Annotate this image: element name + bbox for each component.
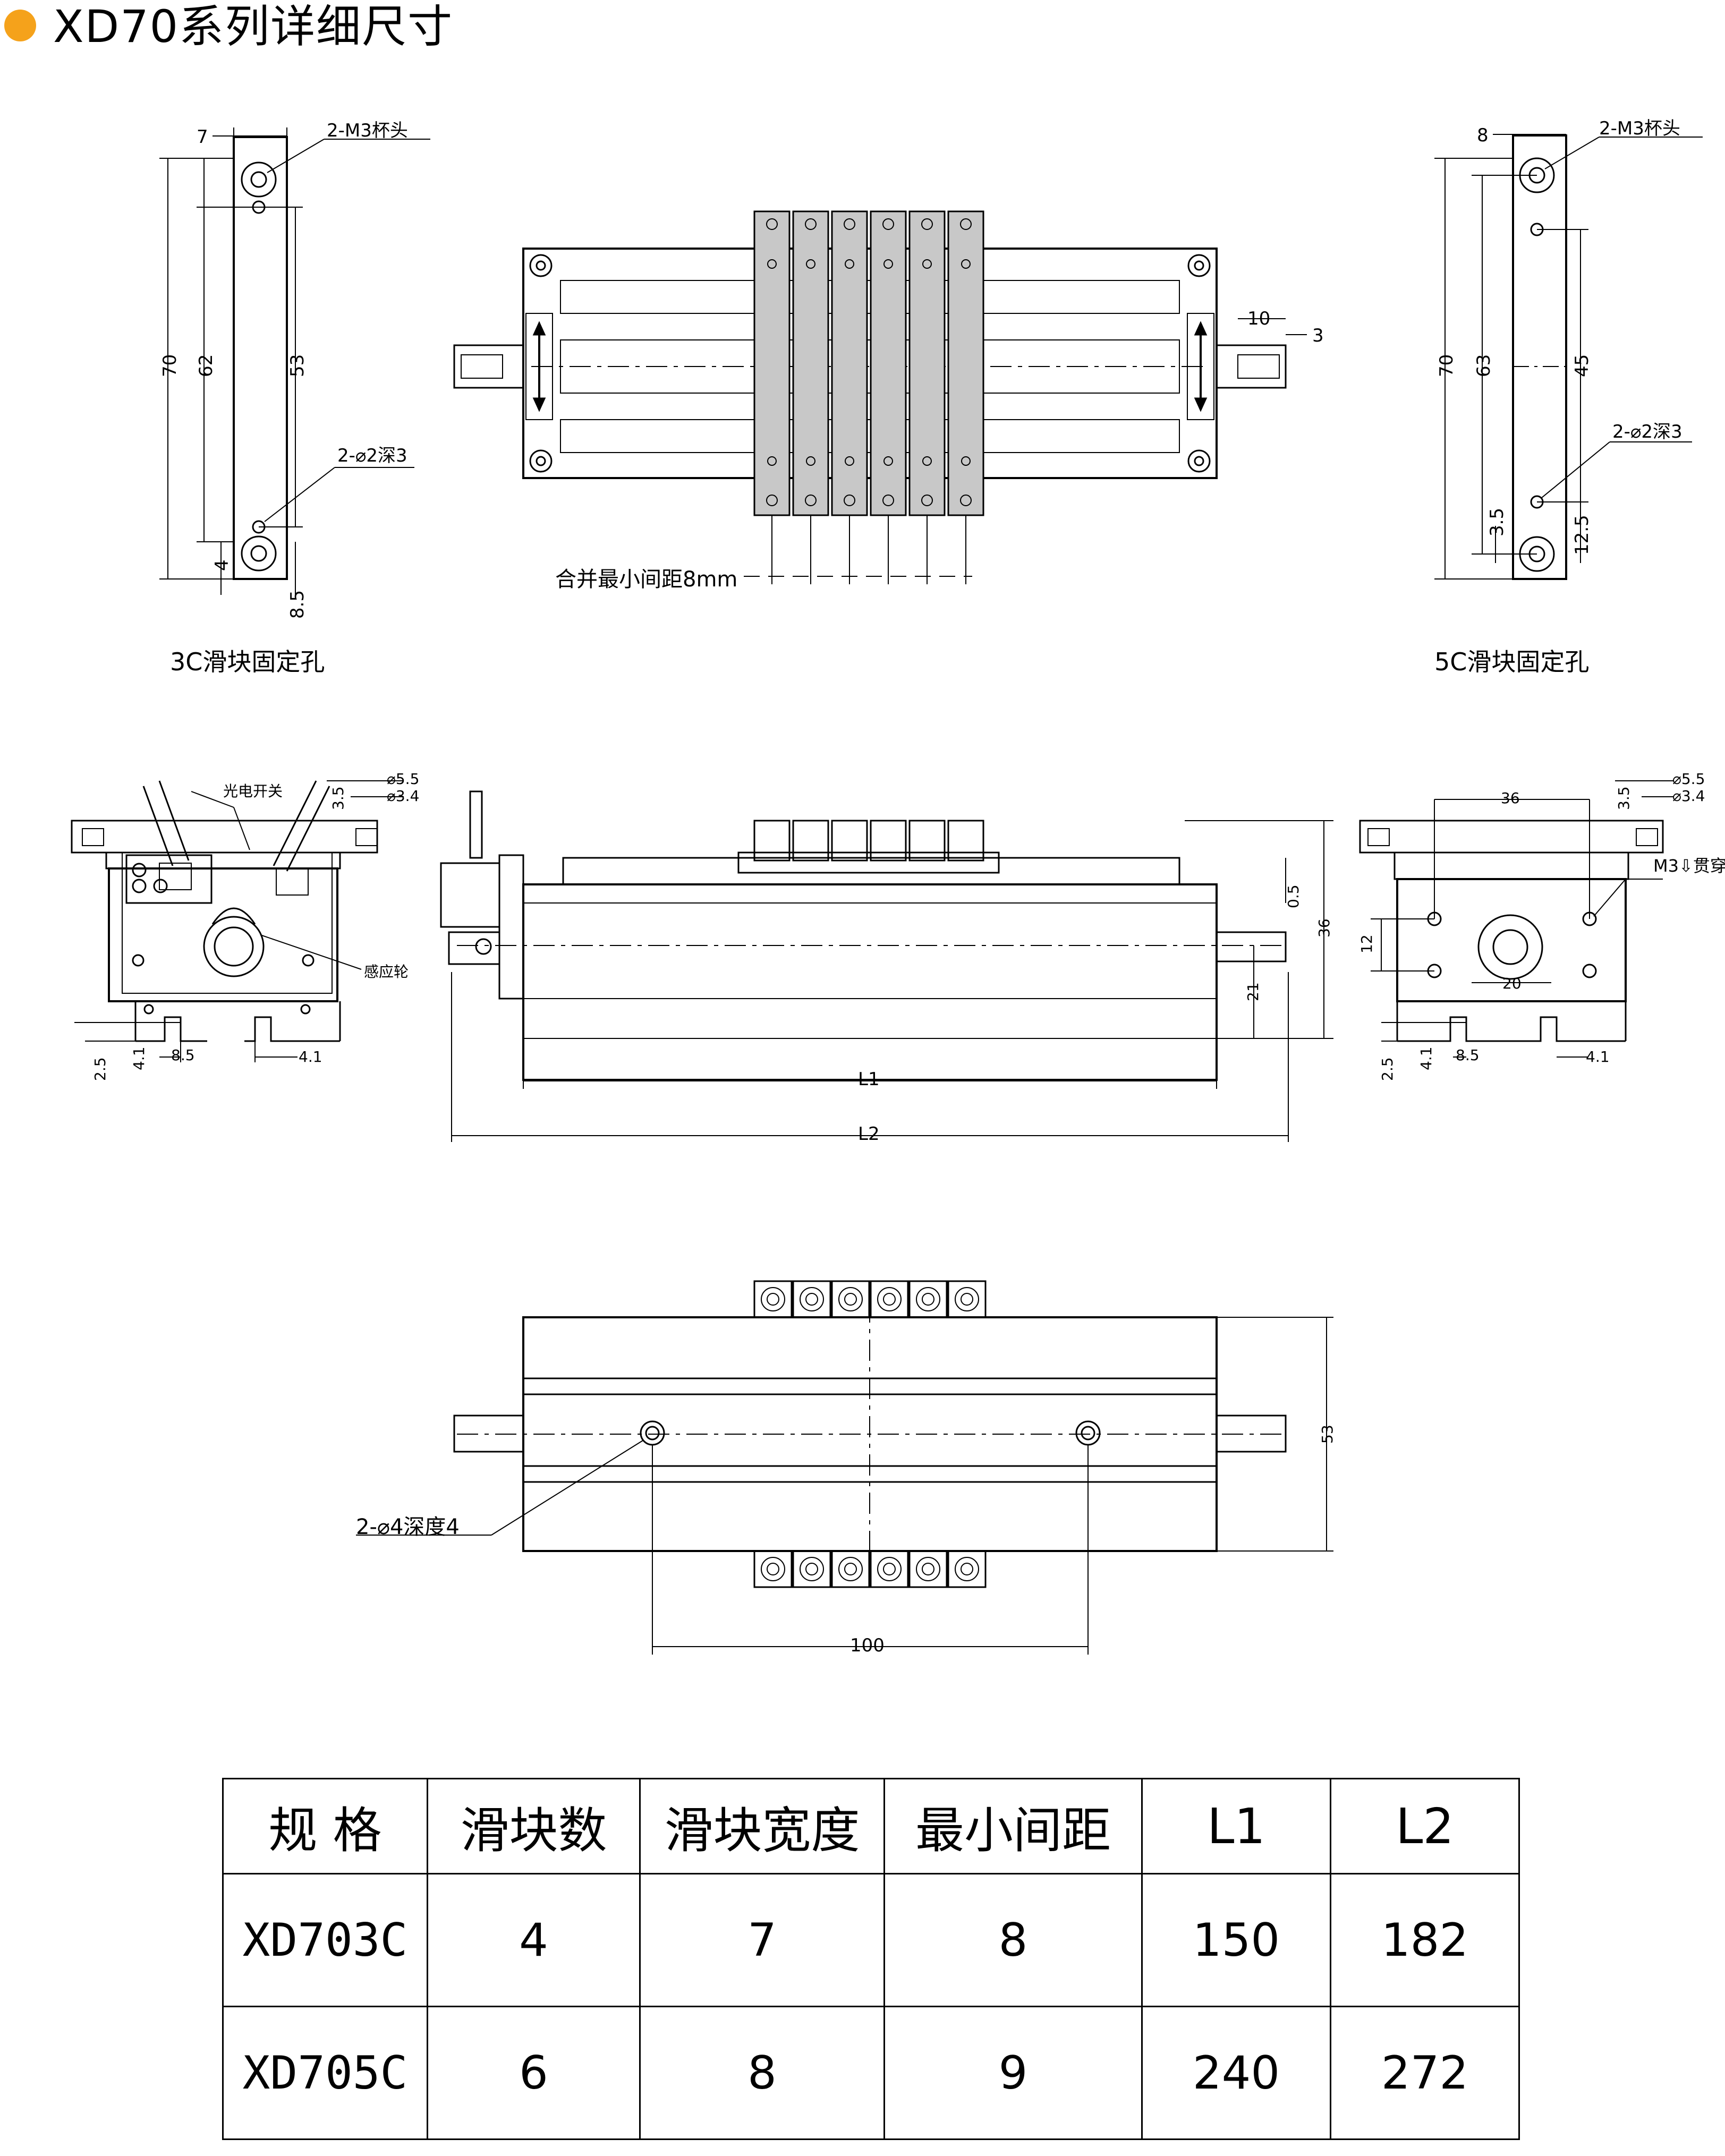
label-sensing-wheel: 感应轮 (364, 963, 409, 981)
dim-right-phi55: ⌀5.5 (1672, 770, 1705, 788)
page-title: XD70系列详细尺寸 (53, 1, 454, 53)
top-view-drawing (453, 210, 1307, 584)
bottom-view-drawing (356, 1280, 1333, 1655)
dim-3c-62: 62 (196, 354, 217, 377)
callout-3c-m3: 2-M3杯头 (327, 120, 408, 141)
view-5c-drawing (1434, 134, 1703, 580)
dim-5c-3-5: 3.5 (1486, 507, 1508, 536)
label-m3-through: M3⇩贯穿 (1653, 856, 1725, 876)
dim-3c-70: 70 (159, 354, 181, 377)
min-gap-label: 合并最小间距8mm (555, 567, 738, 592)
view-3c-drawing (159, 127, 430, 595)
dim-3c-8-5: 8.5 (287, 590, 308, 619)
callout-5c-hole: 2-⌀2深3 (1612, 421, 1682, 442)
page-header: XD70系列详细尺寸 (0, 0, 638, 58)
spec-table: 规 格 滑块数 滑块宽度 最小间距 L1 L2 XD703C 4 7 8 150… (222, 1778, 1520, 2140)
bottom-hole-callout: 2-⌀4深度4 (356, 1515, 460, 1539)
dim-5c-12-5: 12.5 (1571, 515, 1593, 555)
label-photo-switch: 光电开关 (223, 782, 283, 800)
header-slider-width: 滑块宽度 (639, 1778, 885, 1874)
dim-3c-4: 4 (211, 559, 233, 571)
spec-table-header-row: 规 格 滑块数 滑块宽度 最小间距 L1 L2 (222, 1778, 1520, 1874)
dim-right-20: 20 (1502, 975, 1522, 992)
dim-right-phi34: ⌀3.4 (1672, 787, 1705, 805)
dim-right-4-1b: 4.1 (1586, 1048, 1610, 1066)
dim-left-phi34: ⌀3.4 (387, 787, 420, 805)
caption-5c: 5C滑块固定孔 (1434, 647, 1590, 676)
end-view-right-drawing (1359, 780, 1673, 1058)
dim-side-21: 21 (1244, 982, 1262, 1001)
dim-left-4-1a: 4.1 (130, 1046, 148, 1070)
dim-l1: L1 (858, 1069, 880, 1090)
cell-l2: 272 (1330, 2006, 1520, 2140)
dim-left-2-5: 2.5 (91, 1057, 109, 1081)
cell-min-gap: 9 (883, 2006, 1143, 2140)
header-l1: L1 (1141, 1778, 1331, 1874)
table-row: XD703C 4 7 8 150 182 (222, 1873, 1520, 2007)
dim-left-4-1b: 4.1 (299, 1048, 322, 1066)
dim-5c-45: 45 (1571, 354, 1593, 377)
cell-l1: 240 (1141, 2006, 1331, 2140)
table-row: XD705C 6 8 9 240 272 (222, 2006, 1520, 2140)
dim-right-36: 36 (1501, 789, 1520, 807)
dim-right-12: 12 (1358, 934, 1375, 953)
cell-slider-width: 7 (639, 1873, 885, 2007)
dim-5c-63: 63 (1473, 354, 1494, 377)
header-min-gap: 最小间距 (883, 1778, 1143, 1874)
dim-right-2-5: 2.5 (1379, 1057, 1396, 1081)
dim-right-3-5: 3.5 (1615, 786, 1633, 810)
dim-bottom-100: 100 (850, 1635, 885, 1656)
caption-3c: 3C滑块固定孔 (170, 647, 325, 676)
header-slider-count: 滑块数 (427, 1778, 641, 1874)
dim-top-3: 3 (1312, 325, 1324, 346)
dim-left-8-5: 8.5 (171, 1046, 195, 1064)
cell-l2: 182 (1330, 1873, 1520, 2007)
dim-left-3-5: 3.5 (329, 786, 347, 810)
cell-slider-count: 6 (427, 2006, 641, 2140)
dim-5c-8: 8 (1477, 125, 1489, 146)
dim-top-10: 10 (1247, 308, 1271, 329)
cell-l1: 150 (1141, 1873, 1331, 2007)
dim-side-0-5: 0.5 (1285, 884, 1302, 908)
dim-right-8-5: 8.5 (1456, 1046, 1480, 1064)
dim-side-36: 36 (1315, 918, 1333, 938)
cell-min-gap: 8 (883, 1873, 1143, 2007)
cell-model: XD705C (222, 2006, 428, 2140)
technical-drawing (71, 127, 1703, 1655)
side-view-drawing (440, 790, 1333, 1142)
header-model: 规 格 (222, 1778, 428, 1874)
dim-l2: L2 (858, 1123, 880, 1145)
cell-slider-width: 8 (639, 2006, 885, 2140)
cell-slider-count: 4 (427, 1873, 641, 2007)
cell-model: XD703C (222, 1873, 428, 2007)
callout-3c-hole: 2-⌀2深3 (337, 445, 407, 466)
callout-5c-m3: 2-M3杯头 (1599, 118, 1680, 139)
dim-bottom-53: 53 (1319, 1425, 1336, 1444)
header-l2: L2 (1330, 1778, 1520, 1874)
end-view-left-drawing (71, 780, 404, 1062)
dim-left-phi55: ⌀5.5 (387, 770, 420, 788)
dim-5c-70: 70 (1436, 354, 1457, 377)
dim-3c-7: 7 (197, 126, 208, 148)
bullet-dot-icon (4, 10, 36, 41)
dim-3c-53: 53 (287, 354, 308, 377)
dim-right-4-1a: 4.1 (1417, 1046, 1435, 1070)
